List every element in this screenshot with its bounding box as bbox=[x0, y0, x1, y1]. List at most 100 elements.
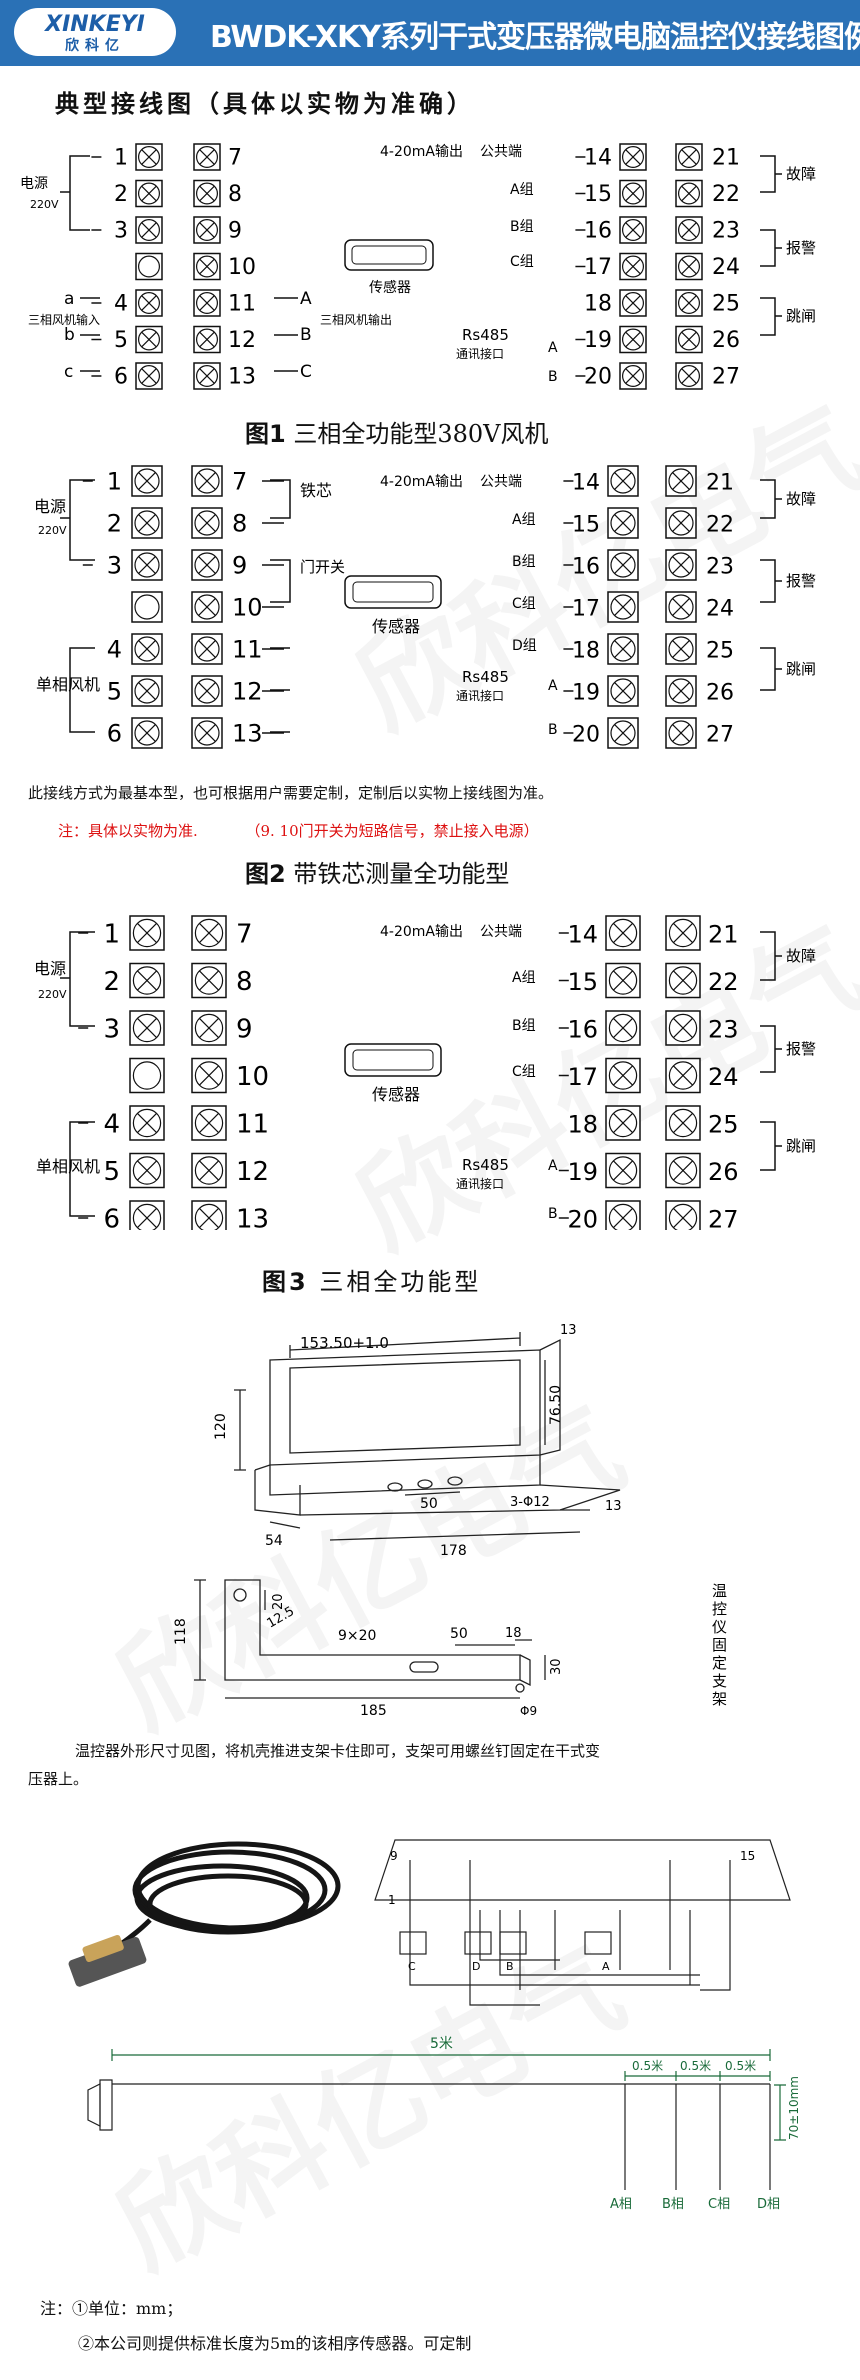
power-label: 电源 bbox=[34, 959, 66, 978]
terminal-number: 2 bbox=[114, 182, 128, 207]
terminal-cell bbox=[619, 289, 647, 317]
intro-heading: 典型接线图（具体以实物为准确） bbox=[55, 90, 475, 118]
terminal-number: 4 bbox=[103, 1110, 120, 1140]
group-a-label: A组 bbox=[512, 970, 536, 986]
terminal-cell bbox=[129, 1057, 165, 1094]
terminal-cell bbox=[607, 591, 639, 623]
probe-length: 70±10mm bbox=[787, 2076, 801, 2140]
dim-185: 185 bbox=[360, 1703, 387, 1719]
dim-120: 120 bbox=[213, 1413, 229, 1440]
terminal-number: 15 bbox=[584, 182, 612, 207]
group-d-label: D组 bbox=[512, 638, 537, 654]
terminal-number: 25 bbox=[712, 291, 740, 316]
terminal-cell bbox=[129, 1152, 165, 1189]
terminal-number: 19 bbox=[584, 328, 612, 353]
terminal-number: 16 bbox=[572, 554, 600, 579]
terminal-number: 11 bbox=[236, 1110, 269, 1140]
terminal-cell bbox=[607, 549, 639, 581]
comm-label: 通讯接口 bbox=[456, 346, 504, 361]
terminal-number: 22 bbox=[708, 968, 739, 996]
terminal-cell bbox=[607, 717, 639, 749]
terminal-number: 20 bbox=[567, 1206, 598, 1230]
terminal-number: 13 bbox=[228, 364, 256, 389]
power-label: 电源 bbox=[34, 497, 66, 516]
terminal-cell bbox=[191, 1152, 227, 1189]
terminal-number: 12 bbox=[236, 1157, 269, 1187]
db-plug bbox=[68, 1934, 147, 1987]
terminal-number: 26 bbox=[712, 328, 740, 353]
brand-logo: XINKEYI 欣科亿 bbox=[14, 8, 176, 56]
terminal-cell bbox=[191, 1200, 227, 1230]
terminal-number: 5 bbox=[114, 328, 128, 353]
terminal-cell bbox=[675, 252, 703, 281]
terminal-cell bbox=[675, 289, 703, 317]
terminal-number: 1 bbox=[103, 920, 120, 950]
rs485-label: Rs485 bbox=[462, 668, 509, 686]
terminal-cell bbox=[619, 216, 647, 244]
terminal-number: 4 bbox=[114, 291, 128, 316]
terminal-cell bbox=[193, 216, 221, 244]
terminal-number: 18 bbox=[584, 291, 612, 316]
comm-label: 通讯接口 bbox=[456, 688, 504, 703]
terminal-cell bbox=[193, 252, 221, 281]
door-switch-label: 门开关 bbox=[300, 558, 345, 576]
terminal-cell bbox=[605, 1200, 641, 1230]
terminal-cell bbox=[129, 915, 165, 951]
dim-18: 18 bbox=[505, 1626, 522, 1641]
phase-b: B相 bbox=[662, 2197, 684, 2212]
terminal-number: 23 bbox=[708, 1016, 739, 1044]
comm-label: 通讯接口 bbox=[456, 1176, 504, 1191]
page-header: XINKEYI 欣科亿 BWDK-XKY系列干式变压器微电脑温控仪接线图例 bbox=[0, 0, 860, 66]
dim-side13: 13 bbox=[605, 1499, 622, 1514]
terminal-number: 9 bbox=[236, 1015, 253, 1045]
pin-9: 9 bbox=[390, 1849, 398, 1863]
phase-a: A相 bbox=[610, 2197, 632, 2212]
seg-3: 0.5米 bbox=[725, 2059, 756, 2073]
terminal-cell bbox=[135, 362, 163, 390]
terminal-number: 9 bbox=[232, 551, 247, 579]
terminal-cell bbox=[605, 1010, 641, 1046]
terminal-cell bbox=[665, 1200, 701, 1230]
terminal-number: 14 bbox=[584, 145, 612, 170]
terminal-cell bbox=[193, 143, 221, 171]
terminal-cell bbox=[607, 507, 639, 539]
terminal-number: 27 bbox=[712, 364, 740, 389]
terminal-cell bbox=[129, 1010, 165, 1046]
terminal-number: 2 bbox=[107, 509, 122, 537]
terminal-cell bbox=[619, 143, 647, 171]
terminal-cell bbox=[191, 507, 223, 539]
terminal-number: 18 bbox=[567, 1111, 598, 1139]
note-basic-type: 此接线方式为最基本型，也可根据用户需要定制，定制后以实物上接线图为准。 bbox=[28, 784, 554, 802]
power-label: 电源 bbox=[20, 176, 48, 192]
terminal-number: 3 bbox=[107, 551, 122, 579]
terminal-cell bbox=[131, 717, 163, 749]
terminal-cell bbox=[129, 962, 165, 999]
terminal-cell bbox=[191, 1057, 227, 1094]
terminal-cell bbox=[193, 289, 221, 317]
terminal-cell bbox=[605, 1152, 641, 1189]
trip-label: 跳闸 bbox=[786, 307, 816, 325]
install-text: 温控器外形尺寸见图，将机壳推进支架卡住即可，支架可用螺丝钉固定在干式变 bbox=[75, 1742, 601, 1760]
dim-20: 20 bbox=[271, 1593, 286, 1610]
group-b-label: B组 bbox=[512, 1018, 536, 1034]
terminal-cell bbox=[605, 1057, 641, 1094]
fault-label: 故障 bbox=[786, 947, 816, 965]
cable-length-diagram: 5米 0.5米 0.5米 0.5米 70±10mm A相 B相 C相 D相 bbox=[87, 2036, 801, 2212]
terminal-cell bbox=[675, 325, 703, 354]
rs485-label: Rs485 bbox=[462, 1156, 509, 1174]
terminal-number: 3 bbox=[114, 218, 128, 243]
terminal-cell bbox=[675, 143, 703, 171]
terminal-number: 14 bbox=[572, 470, 600, 495]
terminal-cell bbox=[665, 465, 697, 497]
single-fan-label: 单相风机 bbox=[36, 1157, 100, 1176]
page-title: BWDK-XKY系列干式变压器微电脑温控仪接线图例 bbox=[210, 20, 860, 55]
trip-label: 跳闸 bbox=[786, 1137, 816, 1155]
phase-a-in: a bbox=[64, 289, 74, 309]
terminal-cell bbox=[191, 549, 223, 581]
note-red: 注：具体以实物为准. （9. 10门开关为短路信号，禁止接入电源） bbox=[58, 822, 539, 840]
terminal-cell bbox=[131, 591, 163, 623]
rs485-b: B bbox=[548, 369, 558, 385]
sensor-connector: 传感器 bbox=[344, 575, 442, 636]
cable-coil-image bbox=[98, 1841, 341, 1962]
three-phase-in-label: 三相风机输入 bbox=[28, 312, 100, 327]
